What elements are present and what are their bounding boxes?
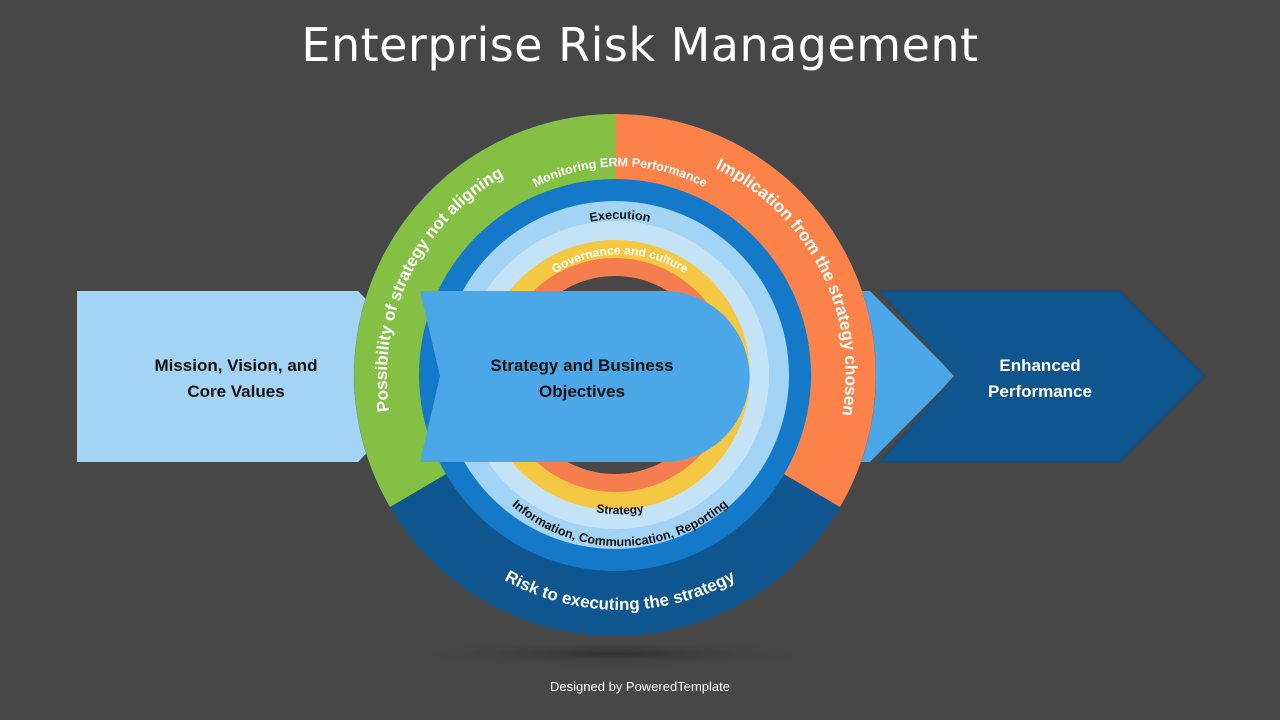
footer-credit: Designed by PoweredTemplate (550, 679, 730, 694)
mission-text-1: Mission, Vision, and (154, 356, 317, 375)
strategy-text-1: Strategy and Business (490, 356, 673, 375)
page-title: Enterprise Risk Management (301, 18, 979, 72)
execution-label: Execution (588, 208, 651, 225)
mission-text-2: Core Values (187, 382, 284, 401)
performance-text-2: Performance (988, 382, 1092, 401)
strategy-band (420, 291, 750, 462)
mission-box (77, 291, 440, 462)
execution-textpath: Execution (588, 208, 651, 225)
strategy-ring-label: Strategy (596, 501, 645, 517)
strategy-text-2: Objectives (539, 382, 625, 401)
strategy-ring-textpath: Strategy (596, 501, 645, 517)
performance-text-1: Enhanced (999, 356, 1080, 375)
performance-box (877, 290, 1207, 463)
circle-shadow (405, 640, 825, 668)
